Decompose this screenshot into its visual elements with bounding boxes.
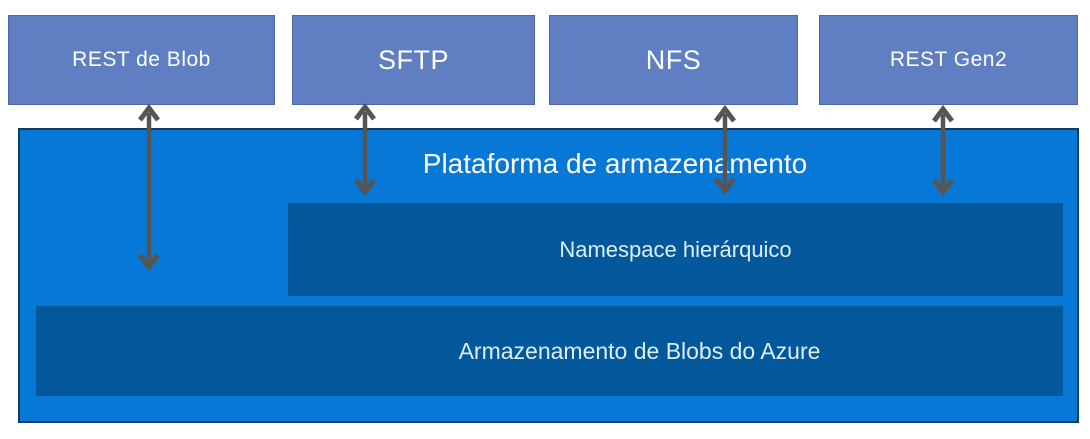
protocol-box-rest-de-blob: REST de Blob xyxy=(8,15,275,105)
layer-azure-blob-storage-label: Armazenamento de Blobs do Azure xyxy=(458,337,821,364)
protocol-box-sftp: SFTP xyxy=(292,15,535,105)
protocol-box-nfs-label: NFS xyxy=(645,44,702,75)
storage-platform-title: Plataforma de armazenamento xyxy=(422,148,808,179)
protocol-box-rest-de-blob-label: REST de Blob xyxy=(72,48,211,71)
layer-azure-blob-storage: Armazenamento de Blobs do Azure xyxy=(36,306,1063,396)
layer-hierarchical-namespace: Namespace hierárquico xyxy=(288,203,1063,296)
protocol-box-rest-gen2-label: REST Gen2 xyxy=(889,48,1008,71)
protocol-box-rest-gen2: REST Gen2 xyxy=(819,15,1078,105)
layer-hierarchical-namespace-label: Namespace hierárquico xyxy=(559,236,792,262)
protocol-box-nfs: NFS xyxy=(549,15,798,105)
protocol-box-sftp-label: SFTP xyxy=(377,44,449,75)
